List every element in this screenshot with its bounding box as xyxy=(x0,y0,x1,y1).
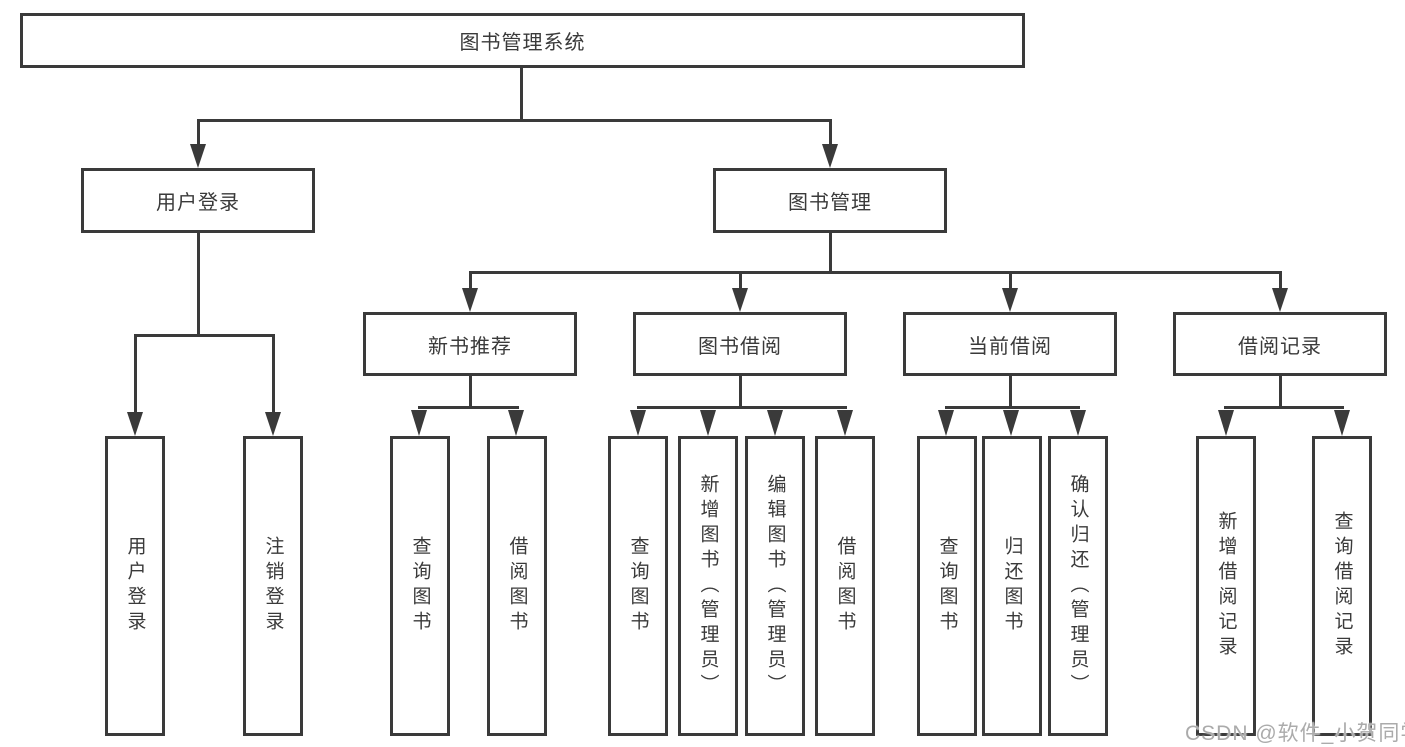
node-book-borrowing: 图书借阅 xyxy=(633,312,847,376)
leaf-confirm-return-admin: 确认归还（管理员） xyxy=(1048,436,1108,736)
connector-hline xyxy=(1224,406,1344,409)
arrow-down-icon xyxy=(700,410,716,436)
leaf-query-books-3: 查询图书 xyxy=(917,436,977,736)
arrow-down-icon xyxy=(1272,288,1288,312)
connector-vline xyxy=(196,233,200,337)
node-borrowing-records: 借阅记录 xyxy=(1173,312,1387,376)
connector-vline xyxy=(828,119,832,146)
connector-vline xyxy=(133,334,137,414)
arrow-down-icon xyxy=(190,144,206,168)
leaf-add-book-admin: 新增图书（管理员） xyxy=(678,436,738,736)
connector-vline xyxy=(1278,271,1282,290)
node-user-login: 用户登录 xyxy=(81,168,315,233)
leaf-borrow-books-2: 借阅图书 xyxy=(815,436,875,736)
node-book-management: 图书管理 xyxy=(713,168,947,233)
watermark-text: CSDN @软件_小贺同学 xyxy=(1185,722,1405,745)
connector-vline xyxy=(738,376,742,409)
connector-vline xyxy=(738,271,742,290)
connector-hline xyxy=(468,271,1282,274)
leaf-return-books: 归还图书 xyxy=(982,436,1042,736)
leaf-edit-book-admin: 编辑图书（管理员） xyxy=(745,436,805,736)
connector-hline xyxy=(945,406,1080,409)
arrow-down-icon xyxy=(127,412,143,436)
leaf-query-books-2: 查询图书 xyxy=(608,436,668,736)
arrow-down-icon xyxy=(265,412,281,436)
connector-hline xyxy=(637,406,847,409)
connector-hline xyxy=(418,406,519,409)
connector-hline xyxy=(133,334,275,337)
connector-hline xyxy=(197,119,832,122)
connector-vline xyxy=(271,334,275,414)
leaf-logout: 注销登录 xyxy=(243,436,303,736)
connector-vline xyxy=(468,376,472,409)
node-new-book-recommendation: 新书推荐 xyxy=(363,312,577,376)
arrow-down-icon xyxy=(1070,410,1086,436)
connector-vline xyxy=(1008,376,1012,409)
arrow-down-icon xyxy=(1002,288,1018,312)
leaf-user-login: 用户登录 xyxy=(105,436,165,736)
leaf-add-borrow-record: 新增借阅记录 xyxy=(1196,436,1256,736)
arrow-down-icon xyxy=(822,144,838,168)
arrow-down-icon xyxy=(462,288,478,312)
arrow-down-icon xyxy=(1334,410,1350,436)
connector-vline xyxy=(1008,271,1012,290)
arrow-down-icon xyxy=(767,410,783,436)
connector-vline xyxy=(468,271,472,290)
connector-vline xyxy=(1278,376,1282,409)
arrow-down-icon xyxy=(411,410,427,436)
connector-vline xyxy=(196,119,200,146)
leaf-borrow-books-1: 借阅图书 xyxy=(487,436,547,736)
arrow-down-icon xyxy=(630,410,646,436)
arrow-down-icon xyxy=(1218,410,1234,436)
leaf-query-books-1: 查询图书 xyxy=(390,436,450,736)
arrow-down-icon xyxy=(508,410,524,436)
node-current-borrowing: 当前借阅 xyxy=(903,312,1117,376)
arrow-down-icon xyxy=(938,410,954,436)
leaf-query-borrow-record: 查询借阅记录 xyxy=(1312,436,1372,736)
arrow-down-icon xyxy=(1003,410,1019,436)
node-library-management-system: 图书管理系统 xyxy=(20,13,1025,68)
connector-vline xyxy=(519,68,523,121)
connector-vline xyxy=(828,233,832,274)
arrow-down-icon xyxy=(732,288,748,312)
arrow-down-icon xyxy=(837,410,853,436)
